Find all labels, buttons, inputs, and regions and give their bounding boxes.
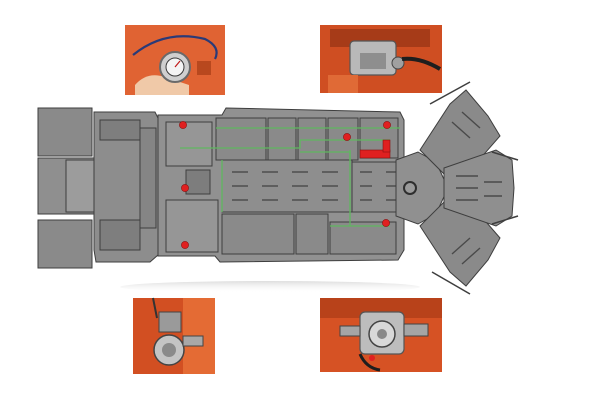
location-marker-2 <box>343 133 351 141</box>
location-markers <box>179 121 391 249</box>
location-marker-1 <box>179 121 187 129</box>
boom-head <box>443 149 515 227</box>
photo-bottom-right <box>320 298 442 372</box>
location-marker-6 <box>382 219 390 227</box>
tire-rear-top <box>37 107 93 157</box>
ground-shadow <box>120 281 420 293</box>
highlight-bar <box>359 149 391 159</box>
tire-rear-bottom <box>37 219 93 269</box>
location-marker-5 <box>181 241 189 249</box>
location-marker-3 <box>383 121 391 129</box>
vehicle-top-view <box>37 81 519 295</box>
location-marker-4 <box>181 184 189 192</box>
photo-top-left <box>125 25 225 95</box>
turret-pivot <box>403 181 417 195</box>
photo-bottom-left <box>133 297 215 374</box>
turret <box>395 151 449 225</box>
photo-top-right <box>320 25 442 93</box>
